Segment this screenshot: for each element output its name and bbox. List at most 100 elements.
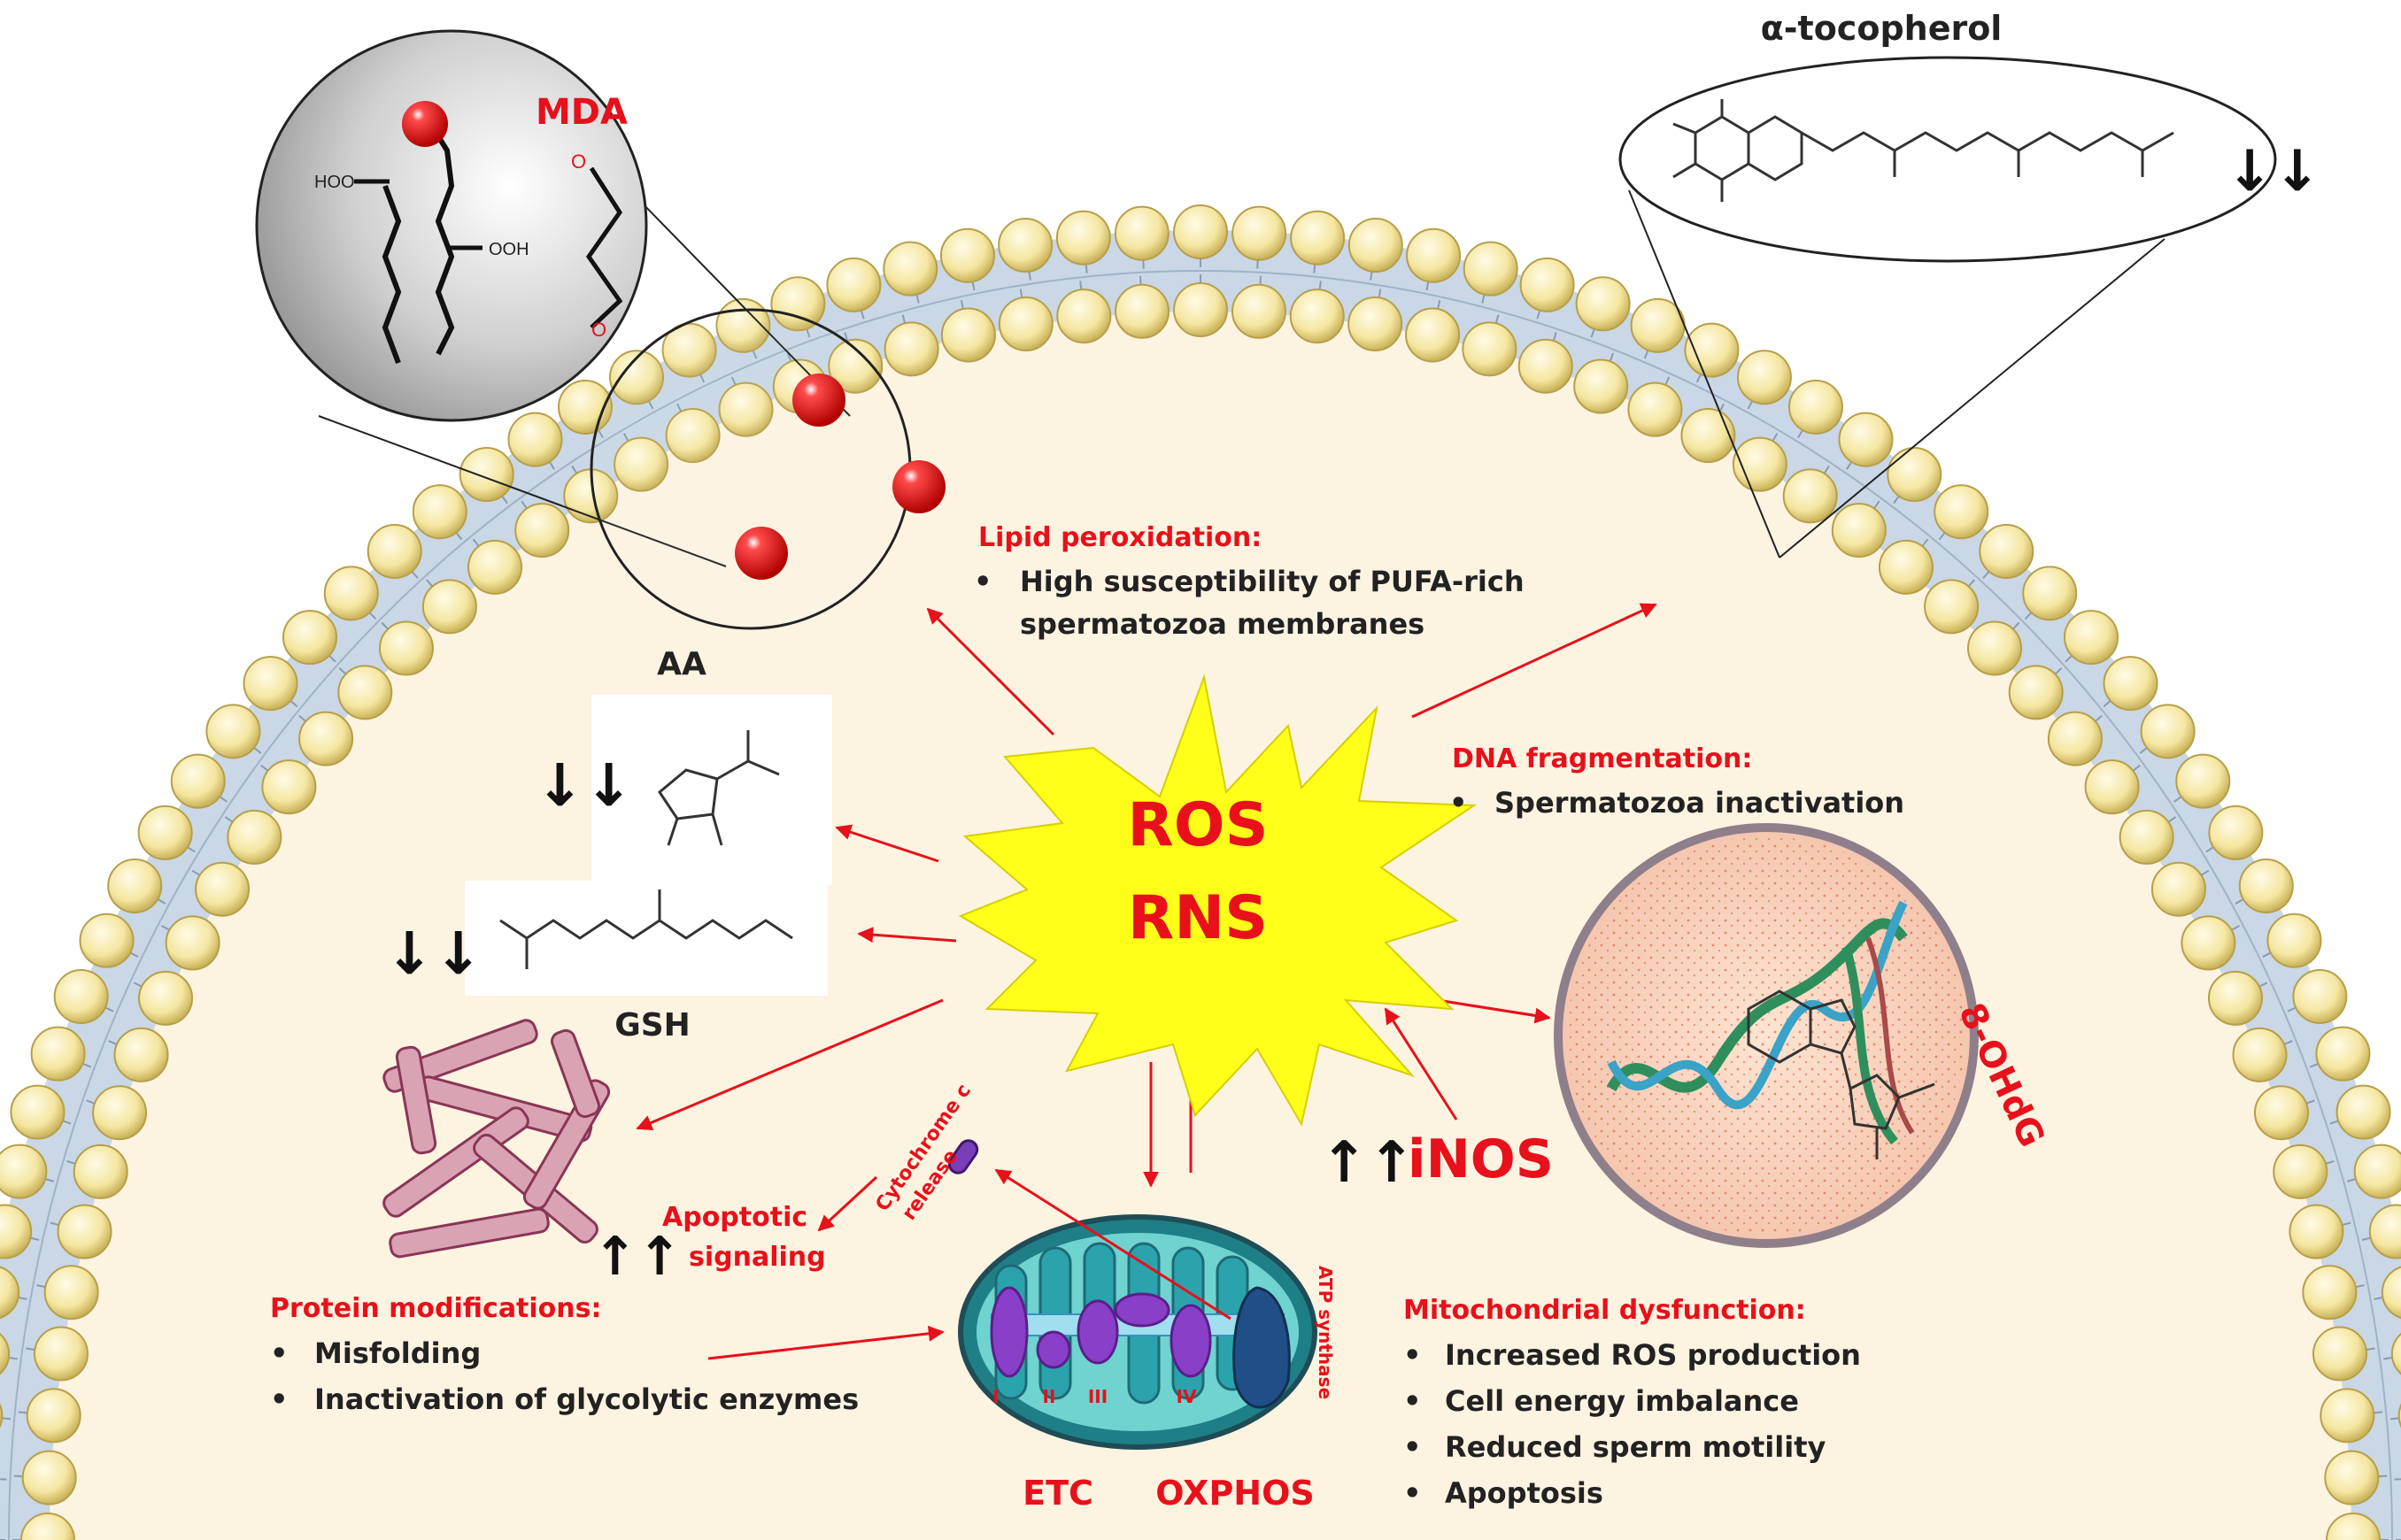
complex-2-label: II — [1043, 1386, 1056, 1407]
lipid-head — [826, 257, 882, 312]
aa-label: AA — [657, 646, 706, 682]
lipid-head — [2289, 1204, 2344, 1259]
lipid-head — [1627, 381, 1683, 437]
lipid-head — [57, 1204, 112, 1259]
lipid-head — [1289, 289, 1345, 344]
membrane-magnifier-circle — [590, 308, 912, 630]
lipid-tail — [0, 1478, 7, 1481]
arrow-from-inos — [1384, 1007, 1458, 1120]
lipid-head — [43, 1265, 99, 1321]
lipid-head — [2253, 1085, 2309, 1141]
mito-dysfunction-title: Mitochondrial dysfunction: — [1403, 1295, 1806, 1326]
lipid-head — [34, 1326, 89, 1382]
mda-zoom-circle — [255, 29, 648, 422]
lipid-head — [1115, 283, 1170, 339]
mito-bullet-marker-2: • — [1403, 1384, 1421, 1418]
arrow-to-protein — [636, 998, 944, 1131]
lipid-head — [1684, 322, 1740, 378]
lipid-head — [2022, 566, 2078, 621]
lipid-bullet-2: spermatozoa membranes — [1020, 607, 1424, 641]
lipid-head — [21, 1450, 77, 1505]
misfolded-protein-illustration — [382, 1019, 611, 1259]
mda-oxygen-2: O — [591, 319, 606, 341]
gsh-decrease-arrows: ↓↓ — [385, 920, 483, 988]
lipid-head — [30, 1026, 86, 1082]
lipid-head — [2302, 1265, 2358, 1321]
mito-bullet-4: Apoptosis — [1445, 1476, 1603, 1510]
lipid-tail — [2389, 1417, 2401, 1421]
complex-3-label: III — [1088, 1386, 1108, 1407]
reaction-arrows — [636, 603, 1657, 1360]
lipid-bullet-marker: • — [974, 565, 992, 598]
complex-1-label: I — [992, 1386, 999, 1407]
rns-label: RNS — [1128, 883, 1268, 953]
lipid-head — [0, 1204, 33, 1259]
lipid-heads — [0, 204, 2401, 1540]
mitochondrion: I II III IV ATP synthase ETC OXPHOS — [958, 1214, 1336, 1513]
tocopherol-decrease-arrows: ↓↓ — [2226, 139, 2320, 204]
lipid-head — [883, 241, 938, 296]
lipid-head — [1878, 539, 1934, 595]
arrow-cytochrome-release — [994, 1168, 1231, 1321]
lipid-head — [1406, 227, 1462, 283]
gsh-structure-box — [465, 881, 828, 996]
lipid-tail — [0, 1417, 12, 1421]
dna-bullet-1: Spermatozoa inactivation — [1494, 786, 1904, 820]
arrow-to-apoptotic — [817, 1175, 878, 1232]
lipid-head — [1290, 210, 1346, 266]
lipid-head — [378, 620, 434, 676]
peroxidized-lipid-1 — [792, 373, 845, 427]
lipid-head — [998, 296, 1054, 352]
lipid-head — [2381, 1266, 2401, 1319]
lipid-head — [1831, 503, 1887, 558]
lipid-head — [467, 539, 523, 595]
lipid-head — [1967, 620, 2023, 676]
tocopherol-structure — [1672, 99, 2174, 202]
lipid-head — [1517, 338, 1573, 394]
arrow-to-aa — [835, 824, 939, 863]
lipid-head — [1788, 380, 1843, 435]
lipid-head — [195, 861, 251, 917]
ascorbic-acid-block: AA ↓↓ — [536, 646, 832, 885]
lipid-head — [0, 1403, 4, 1428]
lipid-head — [1463, 241, 1518, 296]
ooh-label: OOH — [489, 240, 529, 259]
lipid-head — [2312, 1326, 2367, 1382]
lipid-head — [243, 656, 298, 712]
lipid-head — [367, 524, 422, 580]
lipid-head — [73, 1143, 128, 1199]
tocopherol-label: α-tocopherol — [1761, 9, 2003, 48]
lipid-head — [1680, 408, 1736, 464]
mda-label: MDA — [536, 92, 628, 133]
oxidized-lipid-dot — [402, 101, 448, 147]
lipid-head — [138, 970, 194, 1026]
complex-4-label: IV — [1177, 1386, 1197, 1407]
apoptotic-label-line2: signaling — [689, 1242, 826, 1273]
protein-modifications-title: Protein modifications: — [270, 1293, 602, 1324]
nucleus: 8-OHdG — [1554, 823, 2052, 1248]
mito-bullet-3: Reduced sperm motility — [1445, 1430, 1826, 1464]
apoptotic-label-line1: Apoptotic — [662, 1202, 807, 1233]
lipid-head — [1405, 307, 1461, 363]
lipid-head — [770, 276, 826, 332]
lipid-head — [1055, 210, 1111, 266]
mito-bullet-marker-3: • — [1403, 1430, 1421, 1464]
lipid-head — [2084, 759, 2140, 815]
etc-label: ETC — [1023, 1474, 1093, 1513]
lipid-tail — [2394, 1478, 2401, 1481]
8-ohdg-structure — [1747, 989, 1935, 1159]
lipid-head — [2207, 970, 2263, 1026]
lipid-head — [282, 610, 338, 666]
lipid-head — [828, 338, 884, 394]
lipid-head — [1838, 412, 1894, 467]
protein-bullet-marker-1: • — [270, 1336, 288, 1370]
lipid-head — [0, 1332, 11, 1375]
dna-fragmentation-title: DNA fragmentation: — [1452, 743, 1752, 774]
lipid-head — [227, 809, 282, 865]
mda-oxygen-1: O — [571, 150, 586, 173]
inos-label: iNOS — [1408, 1128, 1554, 1190]
lipid-head — [2320, 1388, 2375, 1444]
aa-structure-box — [591, 695, 832, 885]
protein-bullet-1: Misfolding — [314, 1336, 481, 1370]
lipid-head — [337, 665, 393, 720]
